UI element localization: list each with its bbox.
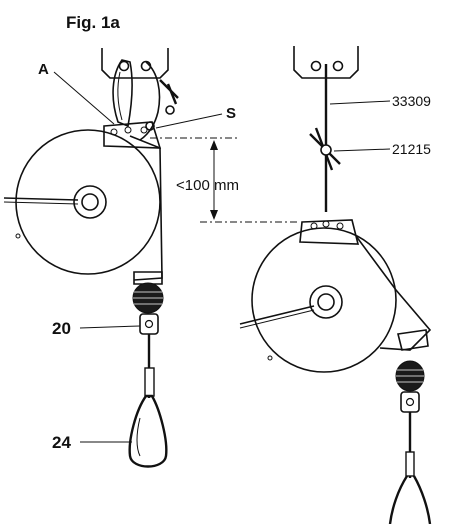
right-ferrule bbox=[405, 451, 415, 477]
right-tension-rod bbox=[239, 305, 315, 325]
left-drum-housing bbox=[15, 129, 161, 275]
right-drum-housing bbox=[251, 227, 397, 373]
right-balancer-unit bbox=[239, 46, 432, 524]
right-rope-clamp-21215 bbox=[309, 127, 341, 171]
left-snap-hook-24 bbox=[128, 394, 168, 468]
left-drum-hub-inner bbox=[81, 193, 99, 211]
label-a: A bbox=[38, 61, 49, 78]
label-33309: 33309 bbox=[392, 93, 431, 109]
left-ferrule bbox=[144, 367, 155, 397]
right-cable-clamp bbox=[400, 391, 420, 413]
right-top-plate bbox=[299, 219, 360, 245]
right-drum-hub-outer bbox=[309, 285, 343, 319]
left-balancer-unit bbox=[3, 48, 179, 468]
left-mount-bracket bbox=[101, 48, 169, 79]
right-bracket-hole-1 bbox=[310, 60, 322, 72]
left-drum-hub-outer bbox=[73, 185, 107, 219]
left-cable-clamp-20 bbox=[139, 313, 159, 335]
left-cable-stop-ball bbox=[132, 282, 164, 314]
left-suspension-hook bbox=[112, 59, 133, 128]
left-bracket-hole-1 bbox=[118, 60, 130, 72]
left-tension-rod bbox=[3, 197, 79, 201]
left-safety-wire bbox=[139, 61, 161, 141]
label-20: 20 bbox=[52, 319, 71, 338]
right-cable-stop-ball bbox=[395, 360, 425, 392]
distance-label: <100 mm bbox=[176, 177, 239, 194]
callouts: A S 33309 21215 20 24 bbox=[38, 61, 431, 452]
right-snap-hook bbox=[388, 475, 432, 524]
right-drum-hub-inner bbox=[317, 293, 335, 311]
label-s: S bbox=[226, 105, 236, 122]
right-bracket-hole-2 bbox=[332, 60, 344, 72]
label-21215: 21215 bbox=[392, 141, 431, 157]
left-cable-outlet bbox=[133, 271, 163, 285]
label-24: 24 bbox=[52, 433, 71, 452]
figure-title: Fig. 1a bbox=[66, 13, 120, 32]
left-housing-side bbox=[129, 135, 163, 281]
distance-dimension: <100 mm bbox=[150, 137, 300, 223]
right-cable-outlet bbox=[397, 329, 429, 351]
right-housing-side bbox=[355, 235, 432, 351]
